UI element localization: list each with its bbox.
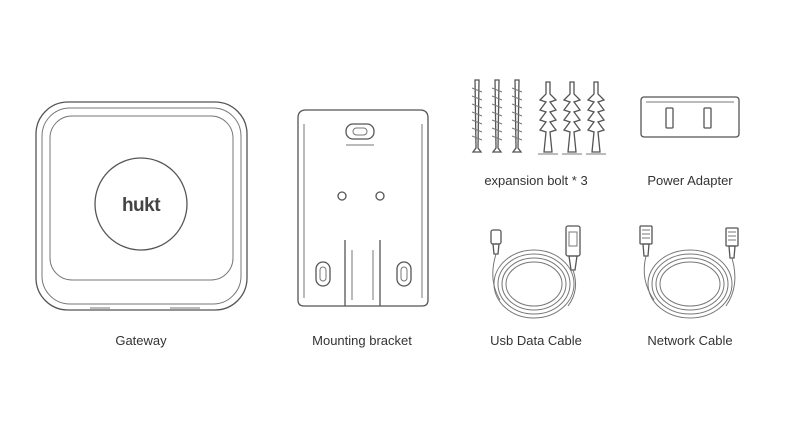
rj45-connector-right-icon — [725, 227, 739, 259]
screw-2-icon — [491, 79, 503, 153]
network-cable-caption: Network Cable — [647, 333, 733, 348]
anchor-2-icon — [562, 81, 582, 155]
screw-1-icon — [471, 79, 483, 153]
screw-3-icon — [511, 79, 523, 153]
usb-cable-caption: Usb Data Cable — [490, 333, 582, 348]
mounting-bracket-caption: Mounting bracket — [312, 333, 412, 348]
usb-a-connector-icon — [565, 225, 581, 271]
gateway-caption: Gateway — [115, 333, 167, 348]
anchor-3-icon — [586, 81, 606, 155]
rj45-connector-left-icon — [639, 225, 653, 257]
expansion-bolt-caption: expansion bolt * 3 — [484, 173, 588, 188]
anchor-1-icon — [538, 81, 558, 155]
micro-usb-connector-icon — [490, 229, 502, 255]
power-adapter-caption: Power Adapter — [647, 173, 733, 188]
